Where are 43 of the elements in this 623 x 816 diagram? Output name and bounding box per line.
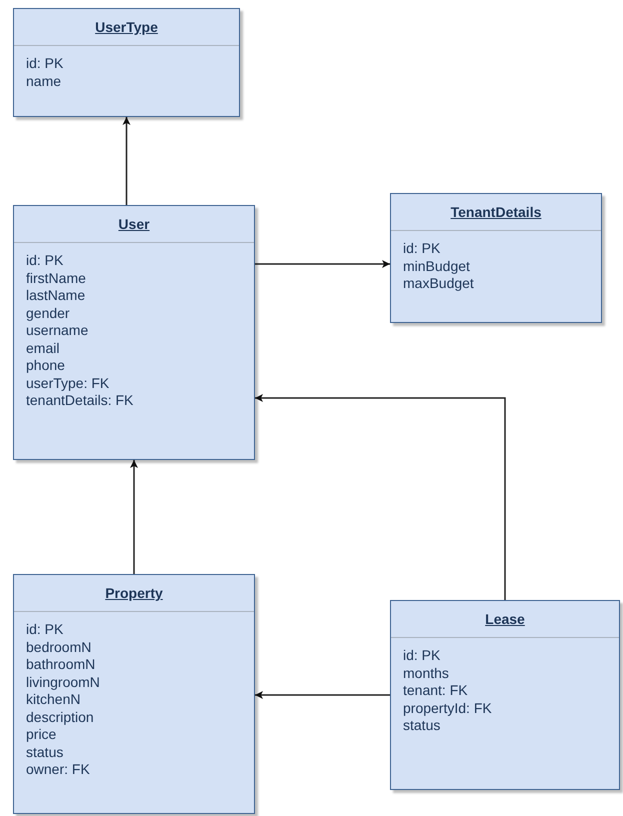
entity-box: [390, 193, 602, 323]
attribute-field: firstName: [26, 270, 242, 287]
arrow: [255, 691, 390, 699]
entity-name: User: [118, 216, 150, 232]
entity-box: [13, 205, 255, 460]
attribute-field: kitchenN: [26, 691, 242, 708]
attribute-field: price: [26, 726, 242, 744]
entity-box: [390, 600, 620, 790]
attribute-field: name: [26, 72, 227, 90]
attribute-field: status: [26, 744, 242, 761]
attribute-field: livingroomN: [26, 674, 242, 691]
attribute-field: lastName: [26, 287, 242, 304]
entity-name: TenantDetails: [450, 204, 542, 220]
entity-name: Lease: [485, 611, 525, 627]
attribute-field: id: PK: [403, 240, 589, 258]
attribute-field: maxBudget: [403, 275, 589, 292]
attribute-field: bathroomN: [26, 656, 242, 674]
entity-name: UserType: [95, 19, 158, 35]
attribute-field: email: [26, 340, 242, 357]
attribute-field: owner: FK: [26, 761, 242, 778]
arrow: [255, 394, 506, 600]
attribute-field: id: PK: [26, 55, 227, 72]
attribute-field: tenantDetails: FK: [26, 392, 242, 410]
attribute-field: months: [403, 664, 607, 682]
attribute-field: username: [26, 322, 242, 340]
attribute-field: bedroomN: [26, 638, 242, 656]
attribute-field: minBudget: [403, 258, 589, 275]
attribute-field: userType: FK: [26, 374, 242, 392]
entity-box: [13, 574, 255, 814]
attribute-field: id: PK: [26, 621, 242, 638]
arrow: [255, 260, 390, 268]
arrow: [122, 117, 130, 205]
entity-box: [13, 8, 240, 117]
attribute-field: description: [26, 708, 242, 726]
attribute-field: propertyId: FK: [403, 700, 607, 717]
entity-name: Property: [105, 585, 163, 601]
attribute-field: status: [403, 717, 607, 734]
attribute-field: id: PK: [403, 647, 607, 664]
attribute-field: tenant: FK: [403, 682, 607, 700]
attribute-field: phone: [26, 357, 242, 374]
arrow: [130, 460, 138, 574]
attribute-field: id: PK: [26, 252, 242, 270]
attribute-field: gender: [26, 304, 242, 322]
